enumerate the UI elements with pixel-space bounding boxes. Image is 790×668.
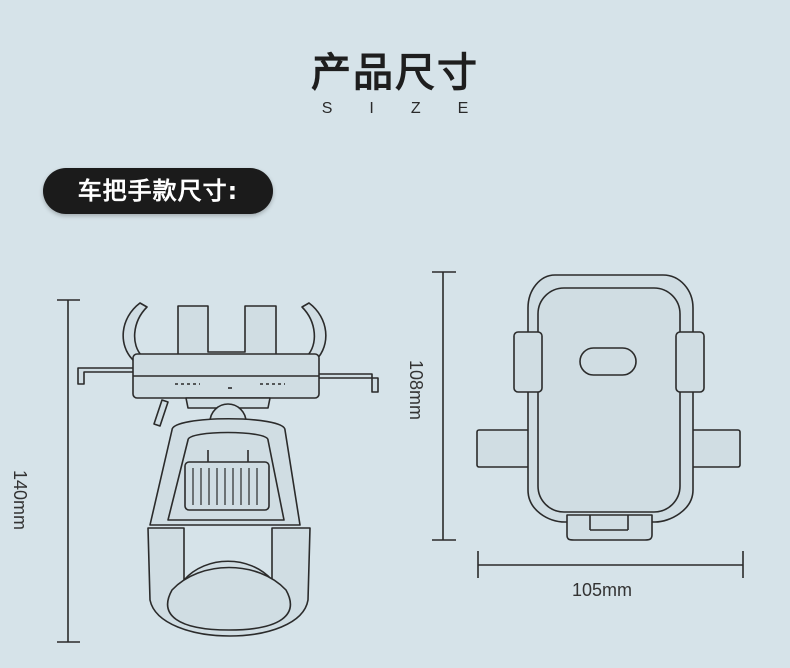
side-view-holder <box>77 302 379 637</box>
dimension-label-side-height: 140mm <box>10 470 30 531</box>
dimension-label-front-width: 105mm <box>572 580 633 600</box>
page-subtitle: SIZE <box>321 100 506 117</box>
dimension-line-side-height <box>57 299 80 643</box>
dimension-line-front-height <box>432 271 456 541</box>
dimension-line-front-width <box>477 551 744 578</box>
page-title: 产品尺寸 <box>311 50 479 96</box>
front-view-holder <box>476 274 741 541</box>
dimension-label-front-height: 108mm <box>406 360 426 421</box>
section-label-badge: 车把手款尺寸: <box>43 168 273 214</box>
